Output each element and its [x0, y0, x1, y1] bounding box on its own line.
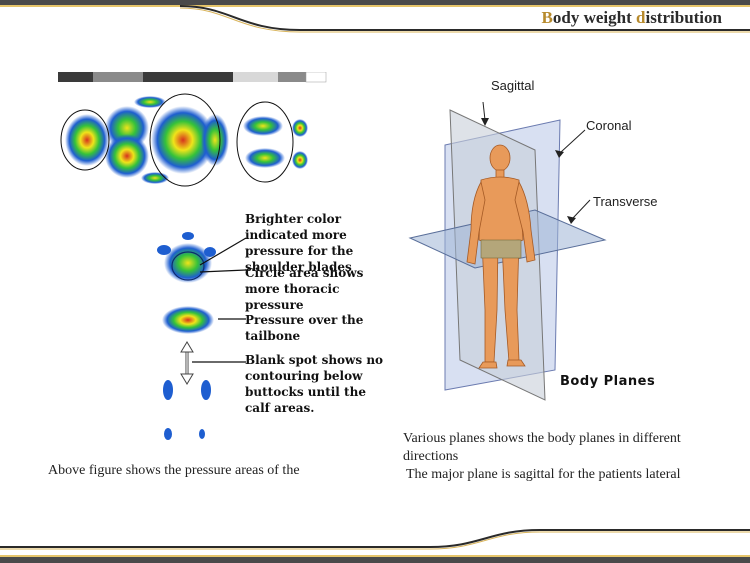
- label-sagittal: Sagittal: [491, 78, 535, 93]
- slide-title: Body weight distribution: [542, 8, 722, 28]
- title-initial-b: B: [541, 8, 553, 27]
- annotation-thoracic: Circle area shows more thoracic pressure: [245, 266, 364, 312]
- pressure-map-vertical: [157, 232, 216, 440]
- title-initial-d: d: [636, 8, 646, 27]
- label-coronal: Coronal: [586, 118, 632, 133]
- top-decorative-band: [0, 0, 750, 33]
- annotation-arrows: [192, 237, 247, 363]
- pressure-map-caption: Above figure shows the pressure areas of…: [48, 463, 300, 478]
- body-planes-caption-2: The major plane is sagittal for the pati…: [406, 467, 681, 482]
- annotation-blank-spot: Blank spot shows no contouring below but…: [245, 353, 384, 415]
- body-planes-caption-1: Various planes shows the body planes in …: [403, 431, 681, 464]
- annotation-shoulder-blades: Brighter color indicated more pressure f…: [245, 212, 354, 274]
- title-part-1: ody weight: [552, 8, 636, 27]
- human-figure: [466, 144, 536, 369]
- pressure-scale-bar: [58, 72, 327, 83]
- title-part-2: istribution: [645, 8, 722, 27]
- label-transverse: Transverse: [593, 194, 658, 209]
- bottom-decorative-band: [0, 529, 750, 563]
- body-planes-figure-title: Body Planes: [560, 374, 656, 389]
- pressure-map-horizontal: [60, 93, 308, 187]
- annotation-tailbone: Pressure over the tailbone: [245, 313, 364, 343]
- body-planes-figure: [408, 101, 607, 401]
